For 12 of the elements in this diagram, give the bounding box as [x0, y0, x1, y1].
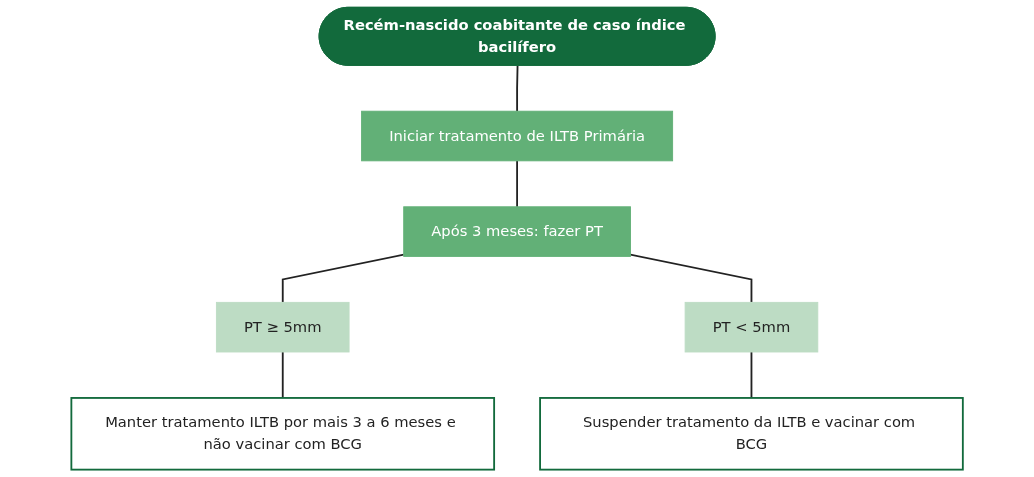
node-box: Iniciar tratamento de ILTB Primária	[361, 110, 673, 162]
connector	[750, 351, 753, 399]
node-box: Suspender tratamento da ILTB e vacinar com BCG	[539, 397, 964, 471]
connector	[281, 351, 284, 399]
connector	[516, 64, 519, 113]
node-box: Manter tratamento ILTB por mais 3 a 6 meses e não vacinar com BCG	[70, 397, 495, 471]
node-box: PT < 5mm	[684, 301, 819, 353]
node-box: Após 3 meses: fazer PT	[403, 206, 631, 257]
node-box: PT ≥ 5mm	[215, 301, 350, 353]
connector	[516, 159, 518, 208]
connector	[281, 253, 405, 304]
connector	[629, 253, 753, 304]
